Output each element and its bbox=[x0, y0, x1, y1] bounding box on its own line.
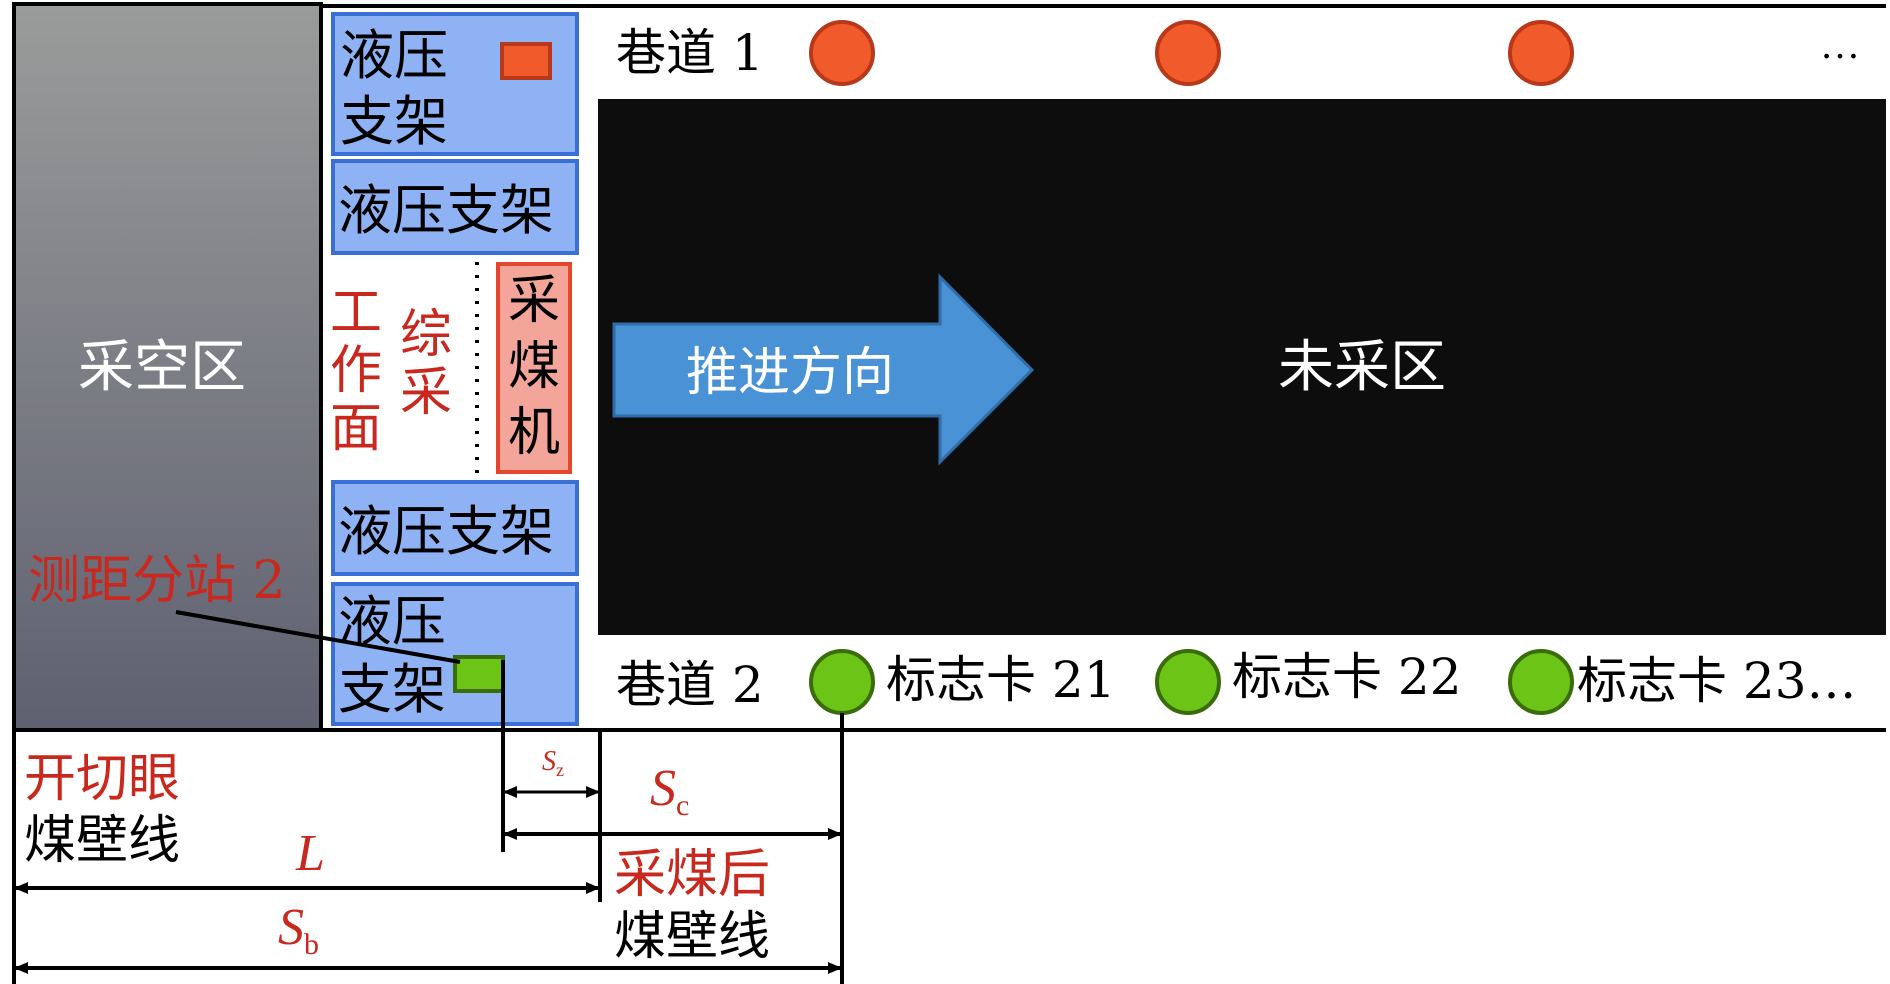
shearer: 采 煤 机 bbox=[496, 262, 572, 474]
roadway-1: 巷道 1 … bbox=[616, 20, 1860, 86]
goaf-area: 采空区 bbox=[12, 2, 323, 732]
dim-sc-label: Sc bbox=[650, 760, 689, 822]
roadway-1-ellipsis: … bbox=[1820, 22, 1860, 67]
roadway-2: 巷道 2 标志卡 21 标志卡 22 标志卡 23… bbox=[616, 648, 1857, 715]
dim-l-label: L bbox=[295, 825, 325, 882]
roadway-1-dot-3 bbox=[1508, 20, 1574, 86]
face-col-2-char-2: 采 bbox=[400, 363, 452, 423]
advance-direction-label: 推进方向 bbox=[686, 343, 894, 403]
hydraulic-support-2: 液压支架 bbox=[331, 159, 579, 255]
after-mining-label-line-1: 采煤后 bbox=[614, 845, 770, 905]
ranging-substation-leader bbox=[175, 610, 461, 664]
roadway-1-dot-2 bbox=[1155, 20, 1221, 86]
shearer-char-2: 煤 bbox=[508, 337, 560, 397]
marker-card-dot-23 bbox=[1508, 649, 1574, 715]
goaf-label: 采空区 bbox=[78, 335, 246, 400]
support-4-line-2: 支架 bbox=[338, 658, 446, 721]
ranging-substation-icon bbox=[453, 655, 505, 693]
marker-card-dot-21 bbox=[809, 649, 875, 715]
unmined-label: 未采区 bbox=[1278, 335, 1446, 400]
ranging-substation-label: 测距分站 2 bbox=[28, 551, 286, 611]
support-2-label: 液压支架 bbox=[338, 179, 554, 242]
hydraulic-support-1: 液压 支架 bbox=[331, 12, 579, 156]
dimension-l: L bbox=[14, 825, 600, 894]
roadway-2-label: 巷道 2 bbox=[616, 656, 764, 714]
marker-card-21-label: 标志卡 21 bbox=[886, 651, 1116, 709]
face-col-1-char-3: 面 bbox=[330, 399, 382, 459]
marker-card-23-label: 标志卡 23… bbox=[1577, 652, 1857, 710]
support-1-sensor-icon bbox=[500, 42, 552, 80]
after-mining-label-line-2: 煤壁线 bbox=[614, 907, 770, 967]
face-col-2-char-1: 综 bbox=[400, 305, 452, 365]
face-col-1-char-1: 工 bbox=[330, 283, 382, 343]
hydraulic-support-3: 液压支架 bbox=[331, 480, 579, 576]
working-face-labels: 工 作 面 综 采 bbox=[330, 283, 452, 459]
face-col-1-char-2: 作 bbox=[330, 341, 382, 401]
dim-sz-label: Sz bbox=[542, 746, 564, 780]
support-3-label: 液压支架 bbox=[338, 500, 554, 563]
support-1-line-1: 液压 bbox=[340, 24, 448, 87]
hydraulic-support-4: 液压 支架 bbox=[331, 582, 579, 726]
shearer-char-1: 采 bbox=[508, 271, 560, 331]
advance-direction-arrow: 推进方向 bbox=[612, 273, 1035, 466]
roadway-1-label: 巷道 1 bbox=[616, 24, 764, 82]
marker-card-dot-22 bbox=[1155, 649, 1221, 715]
open-cut-label-line-2: 煤壁线 bbox=[24, 811, 180, 871]
marker-card-22-label: 标志卡 22 bbox=[1232, 648, 1462, 706]
open-cut-label-line-1: 开切眼 bbox=[24, 749, 180, 809]
support-1-line-2: 支架 bbox=[340, 90, 448, 153]
dim-sb-label: Sb bbox=[278, 899, 319, 961]
roadway-1-dot-1 bbox=[809, 20, 875, 86]
shearer-char-3: 机 bbox=[508, 403, 560, 463]
dimension-sc: Sc bbox=[503, 760, 842, 840]
dimension-sb: Sb bbox=[14, 899, 842, 974]
dimension-sz: Sz bbox=[503, 746, 600, 798]
